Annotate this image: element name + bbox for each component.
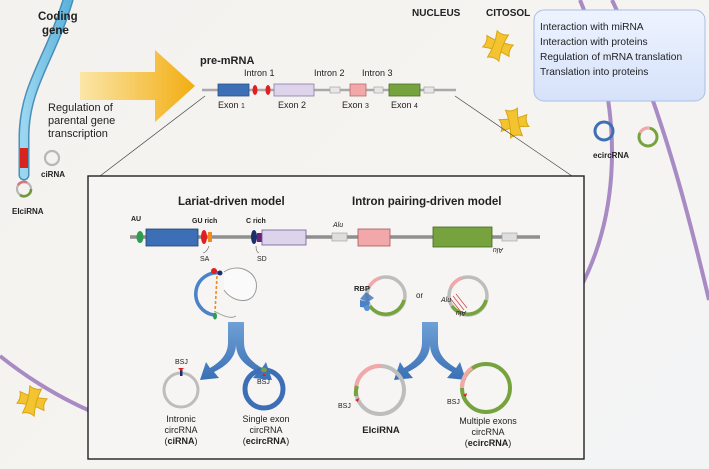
function-item-1: Interaction with miRNA (540, 22, 644, 33)
intron3-box (373, 86, 384, 94)
rbp-intermediate (360, 275, 407, 317)
pre-mrna-title: pre-mRNA (200, 55, 254, 67)
intron2-box (329, 86, 341, 94)
intron3-label: Intron 3 (362, 68, 393, 78)
sa-site (208, 232, 212, 242)
cirna-circle-small (43, 149, 61, 167)
multi-caption-2: circRNA (472, 427, 505, 437)
multi-caption-3: (ecircRNA) (465, 438, 512, 448)
exon3-box (349, 83, 367, 97)
intron1-site-a (252, 85, 258, 95)
single-exon-circrna-circle (242, 367, 286, 411)
bsj-label-4: BSJ (447, 399, 460, 406)
single-caption-2: circRNA (250, 425, 283, 435)
alu-element-right (501, 232, 518, 242)
cytosol-label: CITOSOL (486, 8, 530, 19)
gene-red-segment (20, 148, 28, 168)
fork-arrow-right (394, 322, 466, 380)
alu-label-pair-1: Alu (440, 297, 451, 304)
elcirna-caption: EIciRNA (362, 425, 400, 436)
single-caption-1: Single exon (242, 414, 289, 424)
nucleus-label: NUCLEUS (412, 8, 461, 19)
pairing-title: Intron pairing-driven model (352, 196, 502, 208)
inset-panel (87, 175, 585, 460)
elcirna-label: EIciRNA (12, 207, 44, 216)
receptor-middle (498, 107, 530, 139)
inset-exon4 (432, 226, 493, 248)
exon1-box (217, 83, 250, 97)
rbp-label: RBP (354, 284, 370, 293)
intron1-label: Intron 1 (244, 68, 275, 78)
elcirna-result-circle (353, 363, 406, 416)
sd-site (257, 233, 262, 242)
single-caption-3: (ecircRNA) (243, 436, 290, 446)
receptor-bottom (15, 384, 49, 418)
multi-exon-circrna-circle (459, 362, 512, 414)
exon2-box (273, 83, 315, 97)
intronic-caption-2: circRNA (165, 425, 198, 435)
inset-exon3 (357, 228, 391, 247)
au-label: AU (131, 216, 141, 223)
cirna-label: ciRNA (41, 170, 65, 179)
bsj-label-3: BSJ (338, 403, 351, 410)
coding-gene-label-2: gene (42, 25, 69, 37)
zoom-line-right (454, 95, 573, 177)
alu-pairing-intermediate (447, 275, 489, 317)
au-element (136, 231, 144, 243)
exon2-label: Exon 2 (278, 100, 306, 110)
gu-rich-element (201, 230, 207, 244)
c-rich-element (251, 230, 257, 244)
alu-element-left (331, 232, 348, 242)
sa-label: SA (200, 256, 210, 263)
bsj-label-2: BSJ (257, 379, 270, 386)
regulation-text-3: transcription (48, 128, 108, 140)
regulation-text-1: Regulation of (48, 102, 114, 114)
inset-exon2 (261, 229, 307, 246)
inset-exon1 (145, 228, 199, 247)
intronic-circrna-circle (162, 368, 200, 409)
exon1-label: Exon 1 (218, 100, 245, 110)
ecircrna-circle-blue (593, 120, 615, 142)
or-label: or (416, 291, 423, 300)
bsj-label-1: BSJ (175, 359, 188, 366)
intronic-caption-1: Intronic (166, 414, 196, 424)
gu-rich-label: GU rich (192, 218, 217, 225)
function-item-3: Regulation of mRNA translation (540, 52, 682, 63)
intronic-caption-3: (ciRNA) (164, 436, 197, 446)
tail-box (423, 86, 435, 94)
regulation-text-2: parental gene (48, 115, 115, 127)
fork-arrow-left (200, 322, 272, 380)
exon4-label: Exon 4 (391, 100, 418, 110)
alu-label-right: Alu (493, 246, 504, 253)
lariat-structure (194, 267, 257, 320)
exon3-label: Exon 3 (342, 100, 369, 110)
function-item-4: Translation into proteins (540, 67, 648, 78)
zoom-line-left (99, 95, 206, 177)
sd-label: SD (257, 256, 267, 263)
function-item-2: Interaction with proteins (540, 37, 648, 48)
intron1-site-b (265, 85, 271, 95)
big-arrow (80, 50, 195, 122)
coding-gene-label: Coding (38, 11, 78, 23)
ecircrna-label: ecircRNA (593, 151, 629, 160)
c-rich-label: C rich (246, 218, 266, 225)
multi-caption-1: Multiple exons (459, 416, 517, 426)
receptor-top (481, 29, 515, 63)
alu-label-pair-2: Alu (456, 309, 467, 316)
alu-label-left: Alu (332, 222, 343, 229)
intron2-label: Intron 2 (314, 68, 345, 78)
functions-box (533, 9, 706, 102)
lariat-title: Lariat-driven model (178, 196, 285, 208)
exon4-box (388, 83, 421, 97)
